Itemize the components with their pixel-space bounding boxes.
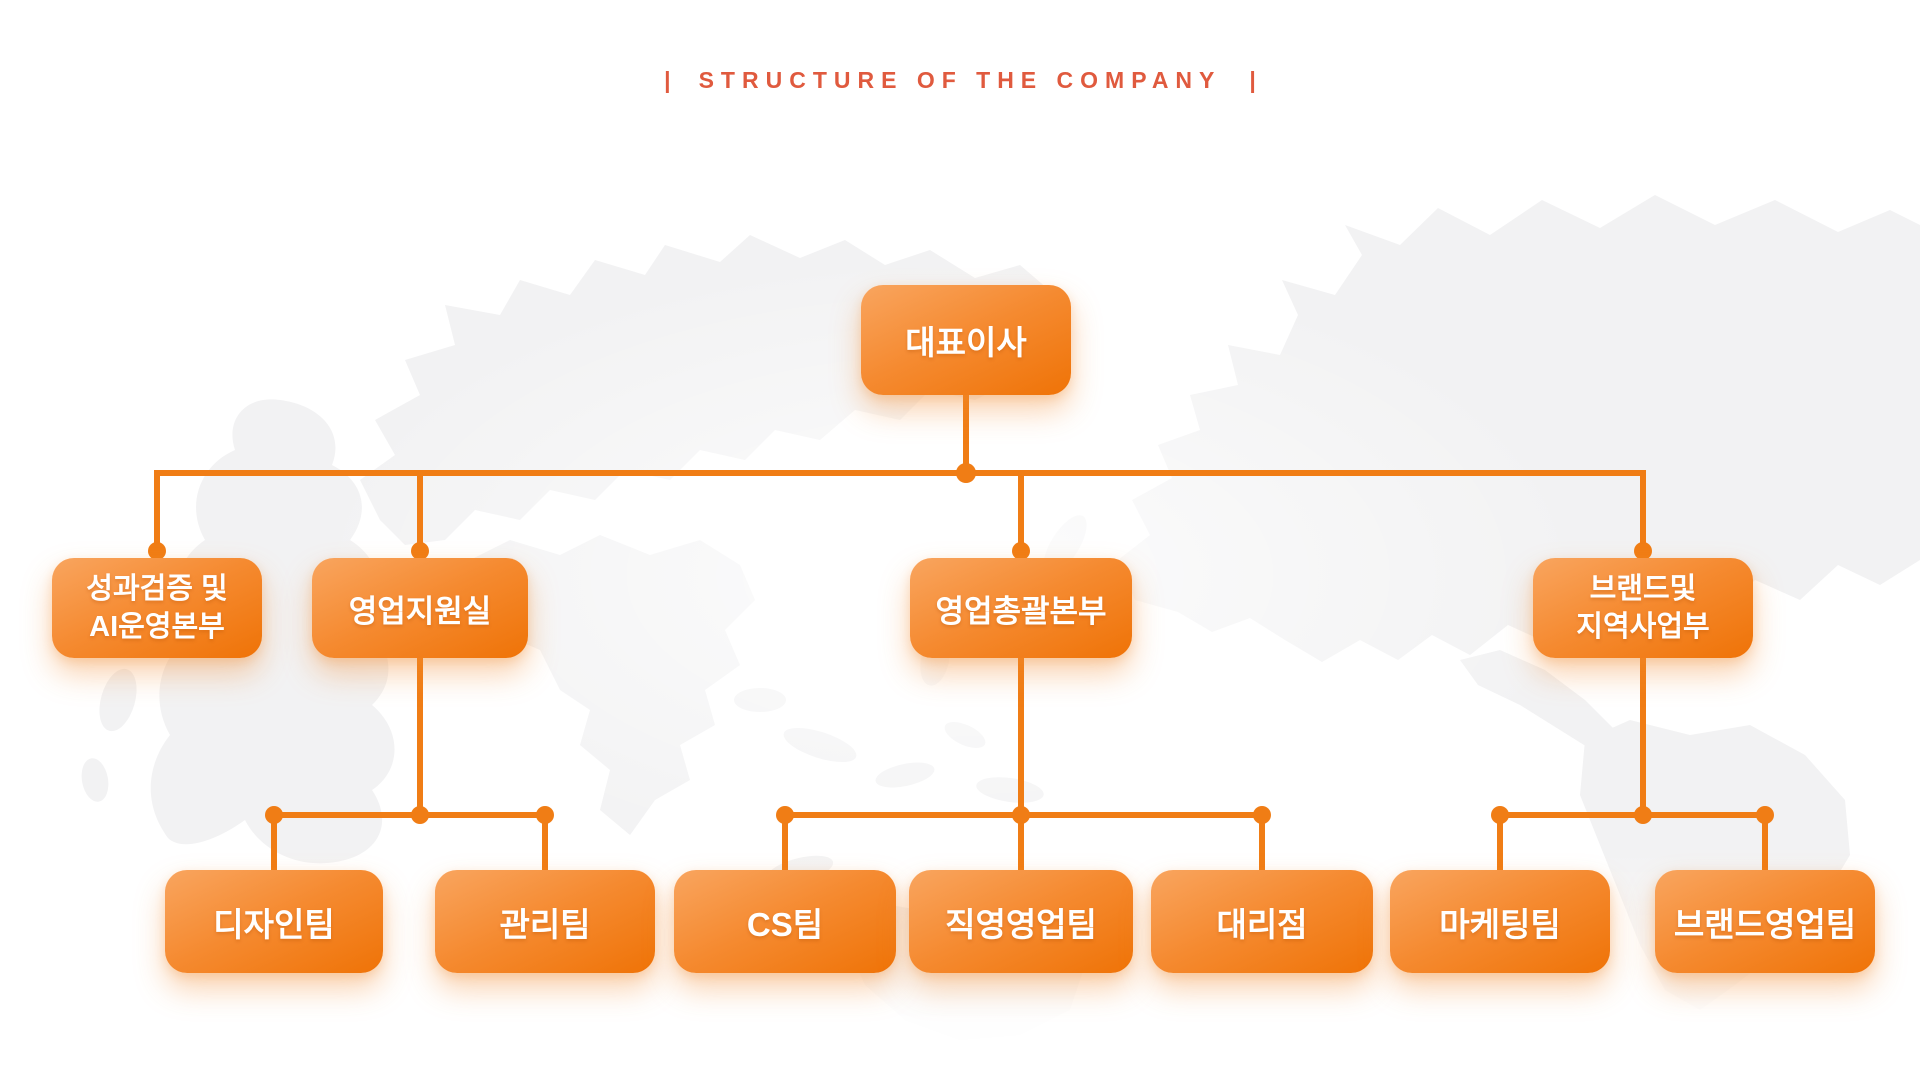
page-title-row: | STRUCTURE OF THE COMPANY | <box>0 62 1920 98</box>
connector-main-horizontal <box>154 470 1646 476</box>
connector-drop-team-design <box>271 812 277 872</box>
connector-drop-team-cs <box>782 812 788 872</box>
org-node-team-design: 디자인팀 <box>165 870 383 973</box>
org-node-sales-support: 영업지원실 <box>312 558 528 658</box>
connector-drop-dept-3 <box>1640 470 1646 558</box>
org-node-team-design-label: 디자인팀 <box>213 905 335 943</box>
connector-dot-dept-2 <box>1012 542 1030 560</box>
connector-drop-dept-1 <box>417 470 423 558</box>
connector-brand-regional-horizontal <box>1497 812 1768 818</box>
org-node-team-management: 관리팀 <box>435 870 655 973</box>
title-left-bar: | <box>664 67 671 93</box>
connector-brand-regional-drop <box>1640 650 1646 818</box>
connector-drop-team-marketing <box>1497 812 1503 872</box>
org-node-team-cs: CS팀 <box>674 870 896 973</box>
connector-ceo-drop <box>963 392 969 476</box>
org-node-sales-support-label: 영업지원실 <box>348 593 492 629</box>
org-node-team-management-label: 관리팀 <box>499 905 591 943</box>
org-node-team-cs-label: CS팀 <box>746 905 824 943</box>
page-title: STRUCTURE OF THE COMPANY <box>698 67 1222 93</box>
title-right-bar: | <box>1249 67 1256 93</box>
org-node-ceo: 대표이사 <box>861 285 1071 395</box>
connector-drop-dept-0 <box>154 470 160 558</box>
org-node-performance-ai-label-line2: AI운영본부 <box>89 611 225 643</box>
connector-dot-sales-hq-junction <box>1012 806 1030 824</box>
connector-drop-team-brand-sales <box>1762 812 1768 872</box>
org-node-team-brand-sales: 브랜드영업팀 <box>1655 870 1875 973</box>
org-node-brand-regional-label-line2: 지역사업부 <box>1576 611 1710 643</box>
connector-dot-team-agency <box>1253 806 1271 824</box>
connector-dot-dept-1 <box>411 542 429 560</box>
connector-dot-team-cs <box>776 806 794 824</box>
org-node-ceo-label: 대표이사 <box>905 324 1027 361</box>
org-node-performance-ai-label-line1: 성과검증 및 <box>86 572 228 605</box>
connector-sales-support-horizontal <box>271 812 548 818</box>
connector-dot-team-brand-sales <box>1756 806 1774 824</box>
org-node-brand-regional-label-line1: 브랜드및 <box>1589 572 1697 605</box>
connector-dot-team-design <box>265 806 283 824</box>
org-node-team-agency-label: 대리점 <box>1216 905 1308 943</box>
connector-dot-dept-3 <box>1634 542 1652 560</box>
connector-dot-dept-0 <box>148 542 166 560</box>
connector-drop-dept-2 <box>1018 470 1024 558</box>
org-node-team-direct-sales-label: 직영영업팀 <box>945 905 1097 943</box>
org-node-sales-hq-label: 영업총괄본부 <box>935 593 1107 629</box>
connector-dot-team-management <box>536 806 554 824</box>
org-node-performance-ai: 성과검증 및 AI운영본부 <box>52 558 262 658</box>
org-node-team-direct-sales: 직영영업팀 <box>909 870 1133 973</box>
org-node-team-marketing: 마케팅팀 <box>1390 870 1610 973</box>
connector-dot-sales-support-junction <box>411 806 429 824</box>
org-node-team-brand-sales-label: 브랜드영업팀 <box>1673 905 1857 943</box>
connector-dot-brand-regional-junction <box>1634 806 1652 824</box>
connector-sales-hq-drop <box>1018 650 1024 818</box>
connector-drop-team-agency <box>1259 812 1265 872</box>
org-node-brand-regional: 브랜드및 지역사업부 <box>1533 558 1753 658</box>
connector-dot-team-marketing <box>1491 806 1509 824</box>
connector-junction-dot-ceo <box>956 463 976 483</box>
org-node-sales-hq: 영업총괄본부 <box>910 558 1132 658</box>
org-node-team-marketing-label: 마케팅팀 <box>1439 905 1561 943</box>
org-node-team-agency: 대리점 <box>1151 870 1373 973</box>
connector-drop-team-management <box>542 812 548 872</box>
connector-drop-team-direct-sales <box>1018 812 1024 872</box>
connector-sales-support-drop <box>417 650 423 818</box>
